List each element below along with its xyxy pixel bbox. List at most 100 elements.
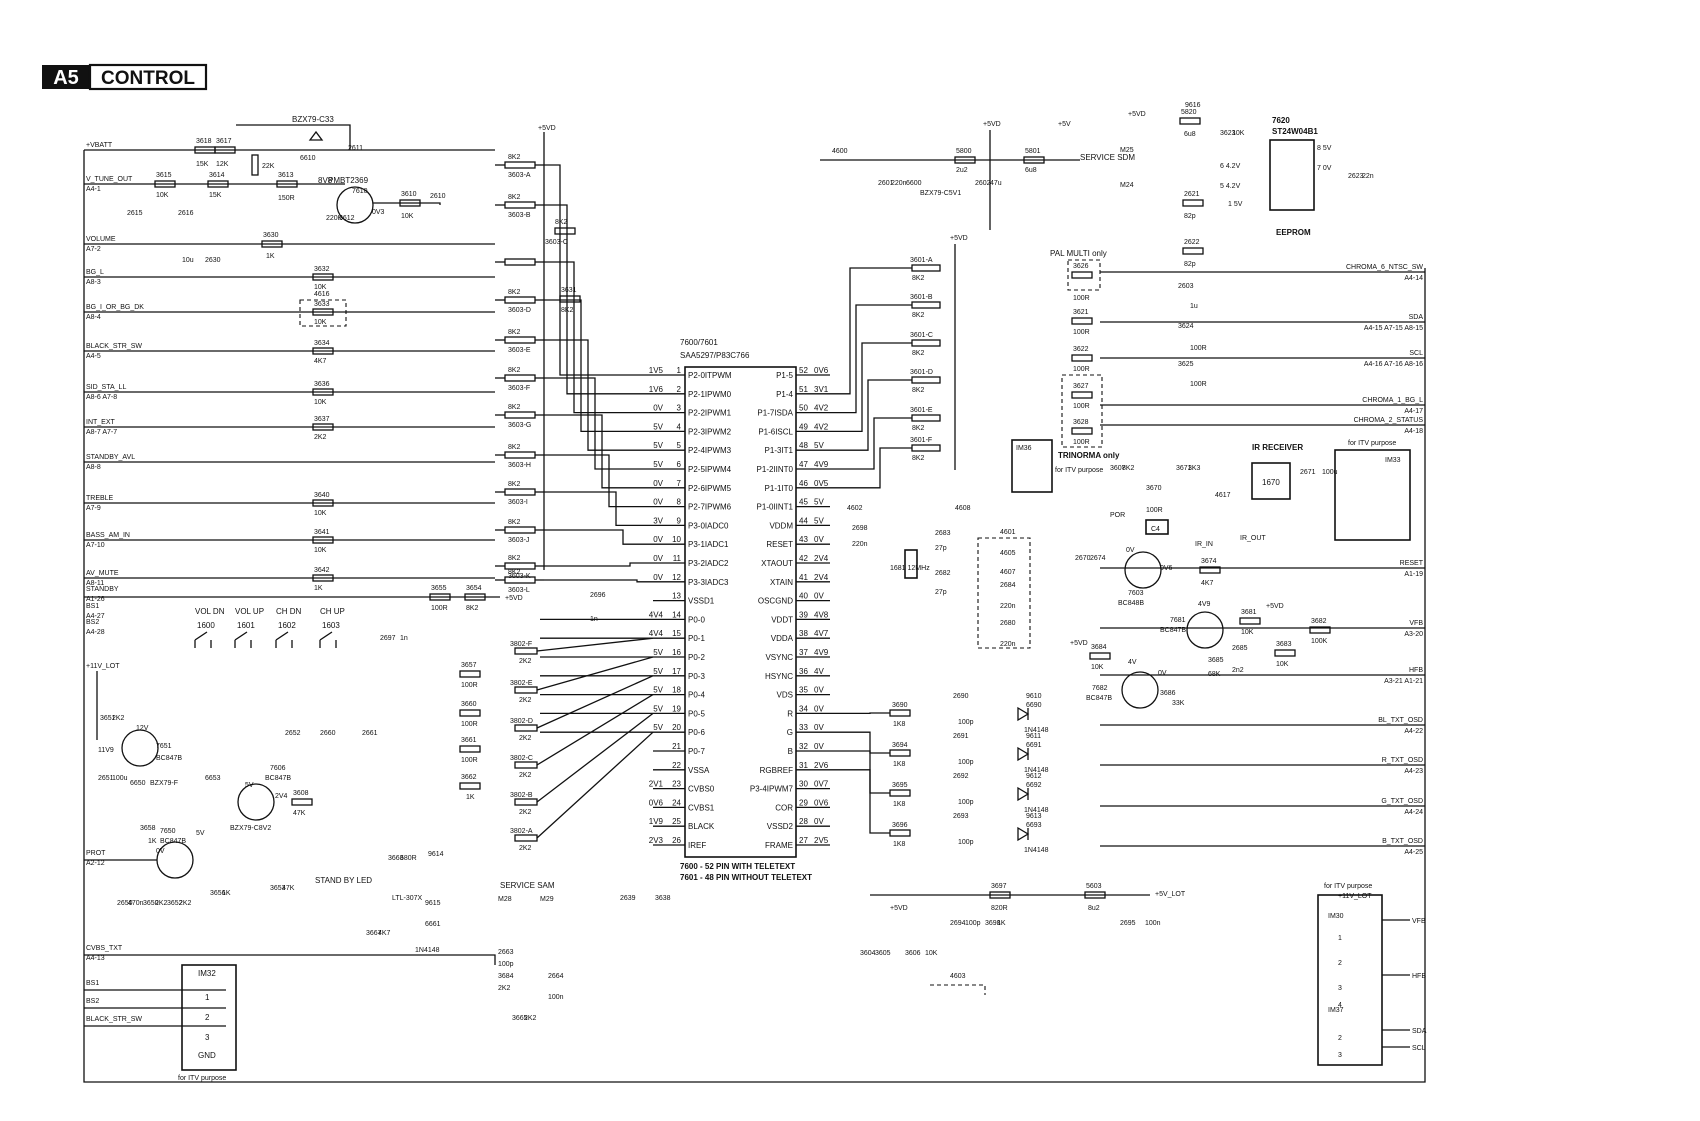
im37-pin3: 3 [1338, 1052, 1342, 1059]
res-3685-ref: 3685 [1208, 657, 1224, 664]
ic-right-pin-name: COR [775, 803, 793, 812]
ic-right-pin-voltage: 0V [814, 686, 824, 695]
cap-2670-ref: 2670 [1075, 555, 1091, 562]
left-connector-ref: A8-4 [86, 314, 101, 321]
res-3622 [1071, 354, 1093, 362]
rgb-resistor-val: 1K8 [893, 721, 906, 728]
c4-box [1145, 519, 1169, 535]
left-connector-ref: A8-7 A7-7 [86, 429, 117, 436]
crystal-label: 1681 12MHz [890, 565, 930, 572]
rgb-diode-type: 1N4148 [1024, 807, 1049, 814]
ic-right-pin-voltage: 5V [814, 441, 824, 450]
ic-right-pin-number: 31 [799, 761, 808, 770]
ic-right-pin-voltage: 0V [814, 723, 824, 732]
zener-bot-type: BZX79-C8V2 [230, 825, 271, 832]
ic-left-pin-number: 18 [672, 686, 681, 695]
right-connector-ref: A4-22 [1404, 728, 1423, 735]
ic-left-pin-number: 9 [677, 516, 682, 525]
array-3802-resistor [514, 761, 538, 769]
res-3657-ref: 3657 [461, 662, 477, 669]
main-ic-right-pins: 52P1-50V651P1-43V150P1-7ISDA4V249P1-6ISC… [750, 366, 830, 850]
transistor-7681-ref: 7681 [1170, 617, 1186, 624]
res-3665-val: 2K2 [524, 1015, 537, 1022]
array-3603-val: 8K2 [508, 444, 521, 451]
main-ic-type: SAA5297/P83C766 [680, 351, 750, 360]
eeprom-ref: 7620 [1272, 116, 1290, 125]
res-3660-ref: 3660 [461, 701, 477, 708]
ic-left-pin-name: CVBS1 [688, 803, 715, 812]
right-connector-label: SCL [1409, 350, 1423, 357]
res-3657-val: 100R [461, 682, 478, 689]
array-3802-wire [536, 675, 654, 729]
main-ic-body [684, 366, 797, 858]
node-4608: 4608 [955, 505, 971, 512]
array-3802-val: 2K2 [519, 845, 532, 852]
res-5801-val: 6u8 [1025, 167, 1037, 174]
node-9614: 9614 [428, 851, 444, 858]
right-connector-ref: A3-20 [1404, 631, 1423, 638]
key-label: VOL UP [235, 607, 264, 616]
ic-left-pin-name: CVBS0 [688, 785, 715, 794]
res-3654 [464, 593, 486, 601]
transistor-7681-type: BC847B [1160, 627, 1186, 634]
rgb-node-ref: 9613 [1026, 813, 1042, 820]
ic-left-pin-number: 4 [677, 422, 682, 431]
bus-wire [544, 579, 653, 583]
title-tag: A5 [53, 67, 79, 89]
ic-left-pin-voltage: 5V [653, 704, 663, 713]
res-3627-ref: 3627 [1073, 383, 1089, 390]
cvbs-txt-wire [84, 954, 496, 965]
rgb-diode-type: 1N4148 [1024, 847, 1049, 854]
itv-bottom-note: for ITV purpose [1324, 883, 1372, 890]
res-3630-ref: 3630 [263, 232, 279, 239]
itv-bottom-box [1317, 894, 1383, 1066]
frame [83, 150, 1426, 1083]
array-3603-ref: 3603-L [508, 587, 530, 594]
ic-right-pin-number: 47 [799, 460, 808, 469]
ic-left-pin-voltage: 3V [653, 516, 663, 525]
cap-2602-val: 47u [990, 180, 1002, 187]
left-connector-label: +VBATT [86, 142, 113, 149]
rgb-diode-type: 1N4148 [1024, 727, 1049, 734]
array-3601-resistor [911, 414, 941, 422]
transistor-7682-type: BC847B [1086, 695, 1112, 702]
array-3603-resistor [504, 336, 536, 344]
right-connector-ref: A1-19 [1404, 571, 1423, 578]
right-connector-label: R_TXT_OSD [1382, 757, 1423, 764]
left-series-resistor [312, 308, 334, 316]
itv-bottom-wires [1382, 919, 1410, 1048]
ic-left-pin-number: 10 [672, 535, 681, 544]
res-3686-val: 33K [1172, 700, 1185, 707]
res-3674 [1199, 566, 1221, 574]
ic-left-pin-name: P3-2IADC2 [688, 559, 729, 568]
node-9616: 9616 [1185, 102, 1201, 109]
ic-right-pin-number: 33 [799, 723, 808, 732]
res-3631 [559, 295, 581, 303]
res-3621 [1071, 317, 1093, 325]
res-3625 [1182, 247, 1204, 255]
m25-label: M25 [1120, 147, 1134, 154]
right-connector-ref: A3-21 A1-21 [1384, 678, 1423, 685]
key-supply-label: +5VD [505, 595, 523, 602]
left-resistor-val: 4K7 [314, 358, 327, 365]
cap-2622-val: 100R [1190, 381, 1207, 388]
tuning-section: BZX79-C33 6610 3618 15K 3617 12K 22K 361… [84, 115, 581, 314]
ic-left-pin-number: 21 [672, 742, 681, 751]
ic-right-pin-name: P1-6ISCL [758, 427, 793, 436]
rgb-diode [1017, 786, 1030, 802]
ir-out-label: IR_OUT [1240, 535, 1266, 542]
zener-mid-type: BZX79-C5V1 [920, 190, 961, 197]
res-3628-val: 100R [1073, 439, 1090, 446]
res-3608-val: 47K [293, 810, 306, 817]
ic-right-pin-voltage: 0V6 [814, 798, 829, 807]
ic-left-pin-voltage: 5V [653, 460, 663, 469]
im32-box [181, 964, 237, 1071]
eeprom-pin5: 5 4.2V [1220, 183, 1241, 190]
left-series-resistor [312, 273, 334, 281]
res-3656-ref: 3656 [210, 890, 226, 897]
right-connector-label: BL_TXT_OSD [1378, 717, 1423, 724]
res-3656-val: 1K [222, 890, 231, 897]
ic-right-pin-voltage: 4V2 [814, 404, 829, 413]
node-4603-wire [930, 984, 986, 995]
key-switch [319, 631, 337, 648]
